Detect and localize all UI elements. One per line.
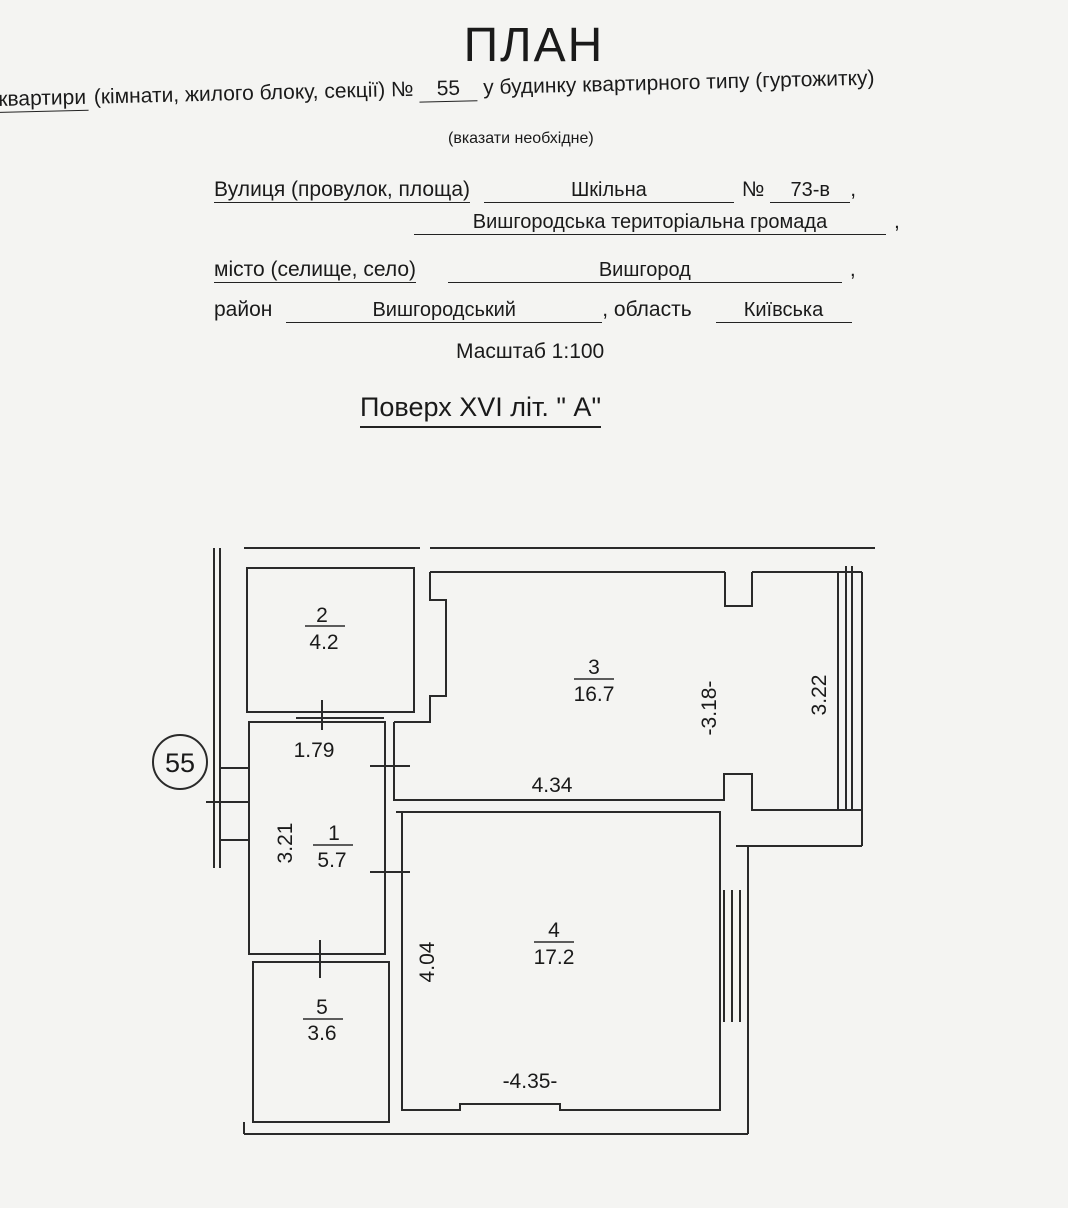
room-3-number: 3: [588, 656, 600, 679]
house-number: 73-в: [770, 179, 851, 203]
city-value: Вишгород: [447, 259, 842, 283]
district-line: район Вишгородський, область Київська: [214, 298, 852, 323]
dim-1-79: 1.79: [294, 739, 335, 762]
street-value: Шкільна: [483, 179, 734, 203]
dim-4-04: 4.04: [416, 941, 439, 982]
street-line: Вулиця (провулок, площа) Шкільна № 73-в,: [214, 178, 856, 203]
room-4-number: 4: [548, 919, 560, 942]
note-text: (вказати необхідне): [448, 130, 594, 147]
apartment-marker: 55: [165, 748, 195, 778]
room-1-area: 5.7: [317, 849, 346, 872]
apartment-marker-circle: [152, 734, 208, 790]
district-value: Вишгородський: [286, 299, 603, 323]
room-2-area: 4.2: [309, 631, 338, 654]
city-label: місто (селище, село): [214, 258, 416, 283]
floor-label: Поверх XVI літ. " А": [360, 392, 602, 428]
dim-3-21: 3.21: [274, 823, 297, 864]
scale-text: Масштаб 1:100: [456, 340, 605, 363]
dim-3-22: 3.22: [808, 675, 831, 716]
plan-title: ПЛАН: [463, 19, 605, 72]
dim-4-34: 4.34: [532, 774, 573, 797]
region-label: , область: [602, 298, 692, 321]
room-4-area: 17.2: [534, 946, 575, 969]
room-1-number: 1: [328, 822, 340, 845]
room-3-area: 16.7: [574, 683, 615, 706]
city-line: місто (селище, село) Вишгород,: [214, 258, 856, 283]
dim-3-18: -3.18-: [698, 681, 721, 736]
street-label: Вулиця (провулок, площа): [214, 178, 470, 203]
room-5-area: 3.6: [307, 1022, 336, 1045]
district-label: район: [214, 298, 273, 321]
comma-3: ,: [849, 258, 856, 281]
room-5-number: 5: [316, 996, 328, 1019]
community-line: Вишгородська територіальна громада,: [414, 210, 900, 235]
dim-4-35: -4.35-: [503, 1070, 558, 1093]
comma-1: ,: [850, 178, 857, 201]
number-label: №: [741, 178, 765, 201]
community-value: Вишгородська територіальна громада: [414, 211, 886, 235]
region-value: Київська: [715, 299, 852, 323]
room-2-number: 2: [316, 604, 328, 627]
comma-2: ,: [894, 210, 900, 233]
